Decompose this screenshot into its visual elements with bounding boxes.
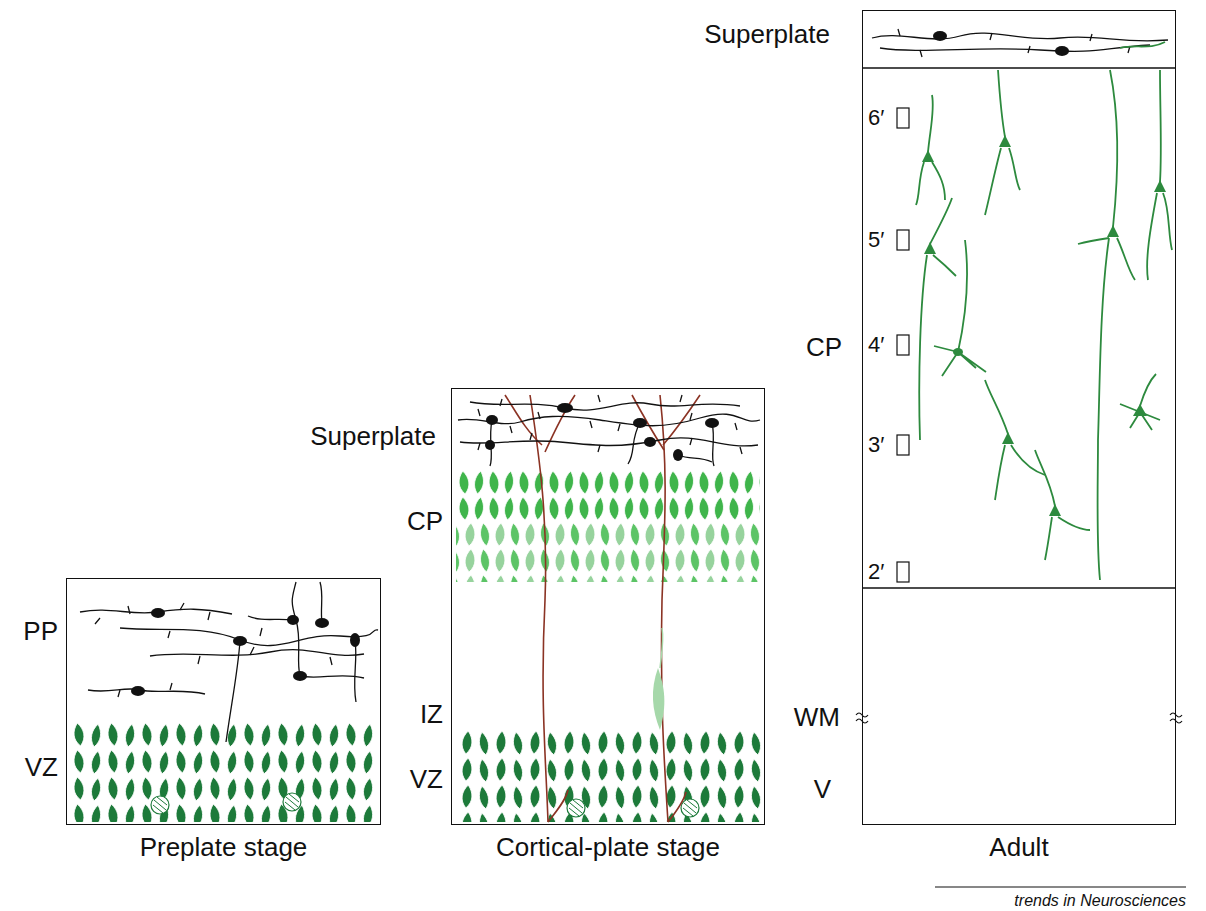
layer-label: Superplate	[310, 422, 436, 452]
stage-panel: Adult	[862, 10, 1176, 825]
stage-panel: Cortical-plate stage	[451, 388, 765, 825]
layer-label: VZ	[25, 753, 58, 783]
layer-label: V	[814, 775, 831, 805]
stage-caption: Preplate stage	[27, 832, 420, 863]
layer-label: Superplate	[704, 20, 830, 50]
source-credit: trends in Neurosciences	[1014, 892, 1186, 910]
layer-label: WM	[794, 703, 840, 733]
layer-label: CP	[407, 507, 443, 537]
layer-label: PP	[23, 617, 58, 647]
stage-panel: Preplate stage	[66, 578, 381, 825]
layer-number: 4′	[868, 332, 884, 357]
layer-label: VZ	[410, 765, 443, 795]
layer-number: 3′	[868, 432, 884, 457]
layer-number: 2′	[868, 559, 884, 584]
layer-number: 5′	[868, 227, 884, 252]
stage-caption: Adult	[823, 832, 1206, 863]
layer-number: 6′	[868, 105, 884, 130]
layer-label: IZ	[420, 700, 443, 730]
layer-label: CP	[806, 333, 842, 363]
stage-caption: Cortical-plate stage	[412, 832, 804, 863]
